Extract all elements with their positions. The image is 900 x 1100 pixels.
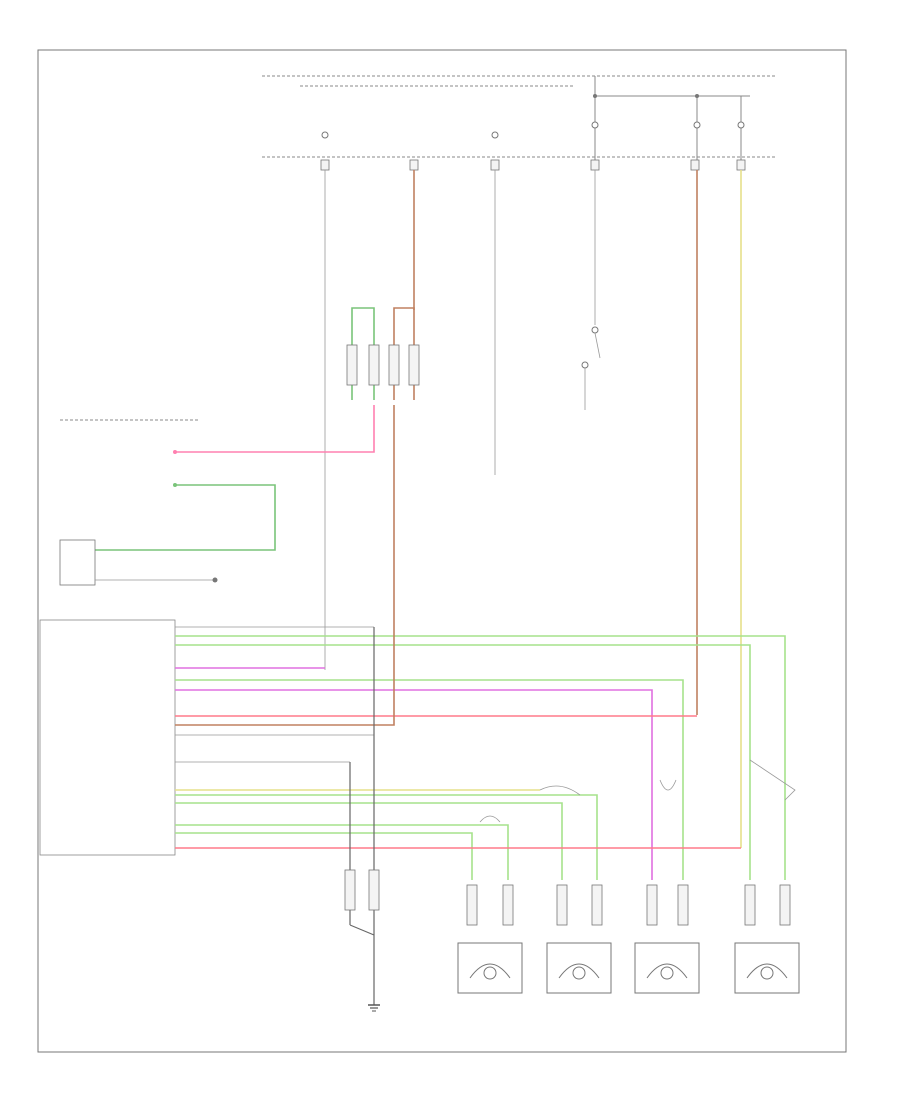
sensor-connectors (466, 884, 791, 926)
switch-icon (581, 326, 601, 410)
fuse-icon (321, 94, 745, 139)
fuse-block-connector (320, 159, 746, 171)
vertical-wires (324, 170, 742, 848)
module-wires (175, 405, 786, 880)
left-components (59, 405, 375, 586)
diagram-frame (37, 49, 847, 1053)
twisted-pair-markers (479, 759, 796, 823)
inline-connector-left (346, 307, 380, 400)
ground-wires (344, 627, 380, 1005)
ground-icon (368, 1004, 380, 1012)
control-module-box (39, 619, 176, 856)
wheel-speed-sensor-icon (457, 942, 800, 994)
power-bus (262, 75, 775, 168)
inline-connector-right (388, 307, 420, 400)
